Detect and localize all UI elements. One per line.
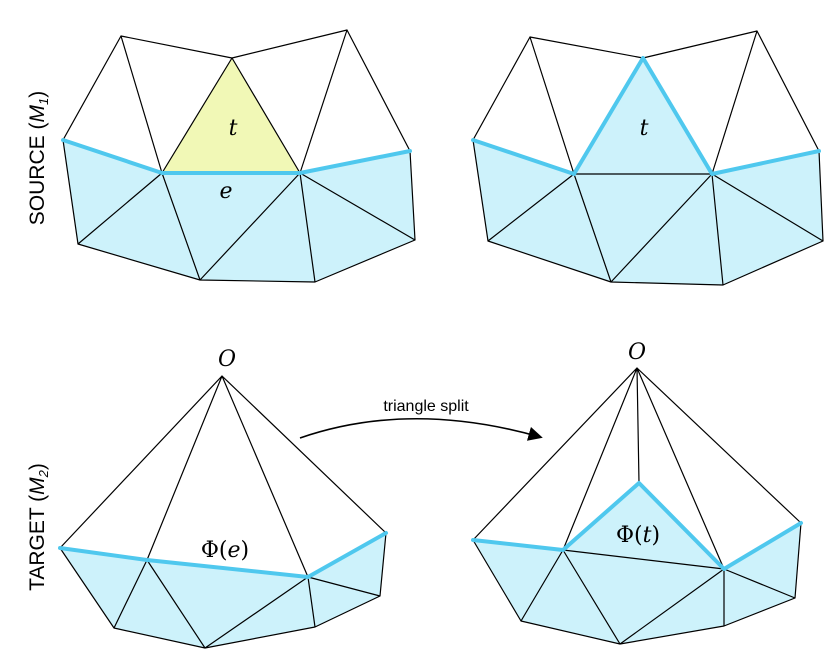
phi-t-label: Φ(t) [616, 523, 660, 548]
source-mesh-right: t [471, 30, 824, 286]
target-left-boundary [58, 531, 388, 579]
target-mesh-right: O Φ(t) [471, 340, 803, 645]
source-right-region [473, 58, 823, 285]
o-label-target-left: O [218, 347, 236, 372]
target-left-region [60, 533, 386, 648]
phi-e-label: Φ(e) [201, 538, 249, 563]
e-label-source-left: e [219, 179, 232, 204]
source-row-label: SOURCE (M1) [26, 91, 51, 225]
source-left-boundary [61, 138, 412, 175]
target-right-edges [472, 367, 802, 645]
o-label-target-right: O [628, 340, 646, 365]
arrow-label: triangle split [383, 398, 469, 415]
target-right-boundary [471, 481, 803, 571]
target-left-edges [59, 375, 387, 649]
t-label-source-right: t [640, 116, 649, 141]
triangle-t-source-left [162, 58, 300, 173]
target-row-label: TARGET (M2) [26, 463, 51, 591]
source-mesh-left: t e [61, 29, 416, 283]
target-right-region [473, 483, 801, 644]
arrow-curve [299, 417, 543, 441]
source-left-region [63, 140, 415, 282]
triangle-split-arrow: triangle split [299, 398, 543, 441]
source-right-boundary [471, 56, 821, 176]
target-mesh-left: O Φ(e) [58, 347, 388, 649]
t-label-source-left: t [229, 116, 238, 141]
